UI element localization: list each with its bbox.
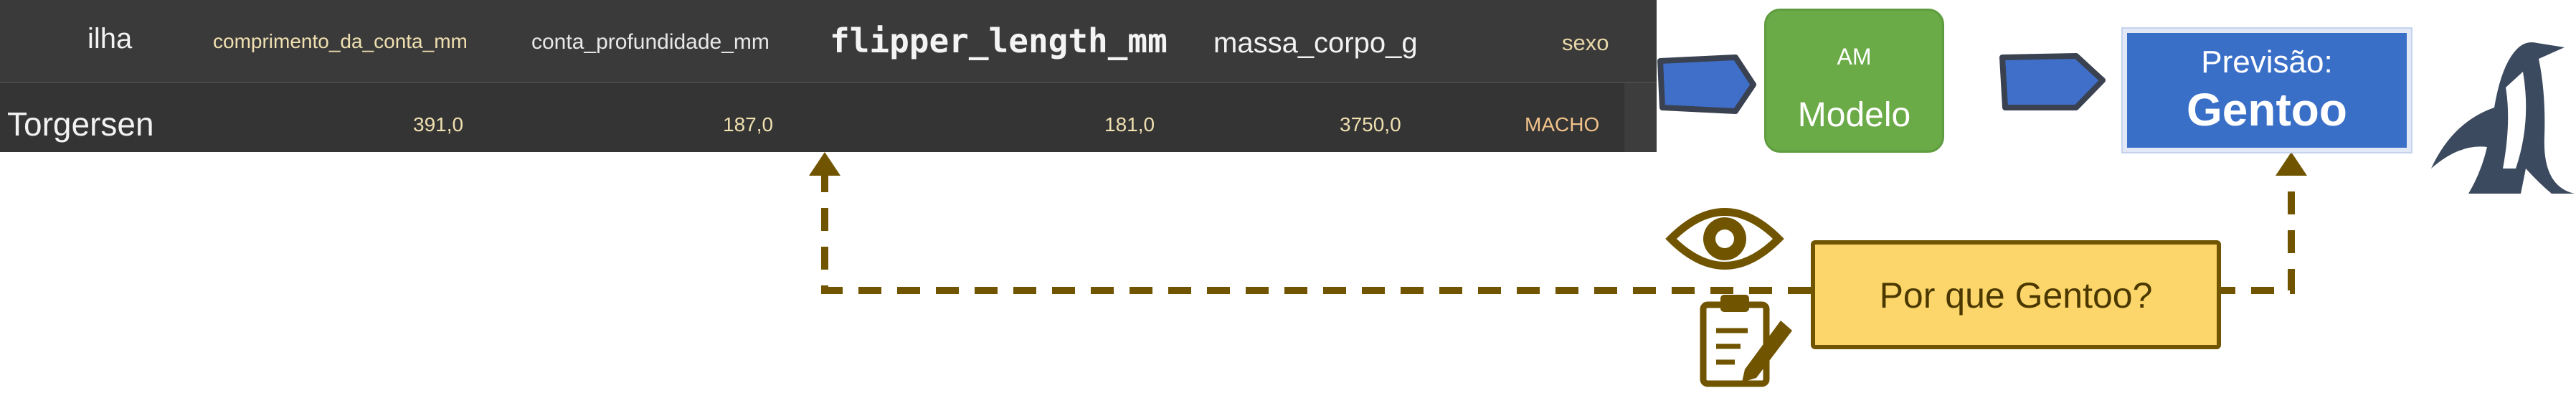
model-label: Modelo xyxy=(1797,96,1911,134)
arrow-icon xyxy=(1999,53,2106,110)
header-flipper-length: flipper_length_mm xyxy=(830,22,1168,60)
penguin-icon xyxy=(2431,42,2575,194)
cell-comprimento: 391,0 xyxy=(413,113,464,136)
eye-icon xyxy=(1665,208,1784,270)
cell-ilha: Torgersen xyxy=(7,105,154,143)
arrowhead-table xyxy=(809,152,840,176)
header-massa: massa_corpo_g xyxy=(1213,27,1418,59)
cell-massa: 3750,0 xyxy=(1340,113,1401,136)
table-header-row xyxy=(0,0,1657,83)
table-edge xyxy=(1624,83,1657,152)
table-row xyxy=(0,83,1657,152)
dashed-connector xyxy=(821,172,2295,294)
header-comprimento: comprimento_da_conta_mm xyxy=(213,30,468,52)
arrow-icon xyxy=(1657,55,1756,114)
cell-sexo: MACHO xyxy=(1525,113,1600,136)
header-profundidade: conta_profundidade_mm xyxy=(531,30,770,54)
model-box: AM Modelo xyxy=(1764,9,1944,153)
cell-profundidade: 187,0 xyxy=(723,113,774,136)
prediction-box: Previsão: Gentoo xyxy=(2123,29,2411,152)
header-ilha: ilha xyxy=(87,23,133,55)
model-small-label: AM xyxy=(1837,44,1872,70)
data-table: ilha comprimento_da_conta_mm conta_profu… xyxy=(0,0,1657,152)
question-box: Por que Gentoo? xyxy=(1811,240,2221,349)
arrowhead-prediction xyxy=(2276,152,2307,176)
prediction-label: Previsão: xyxy=(2201,44,2333,80)
clipboard-pencil-icon xyxy=(1700,295,1792,387)
question-text: Por que Gentoo? xyxy=(1879,275,2153,316)
prediction-value: Gentoo xyxy=(2187,84,2347,136)
header-sexo: sexo xyxy=(1562,30,1609,55)
cell-flipper: 181,0 xyxy=(1104,113,1155,136)
